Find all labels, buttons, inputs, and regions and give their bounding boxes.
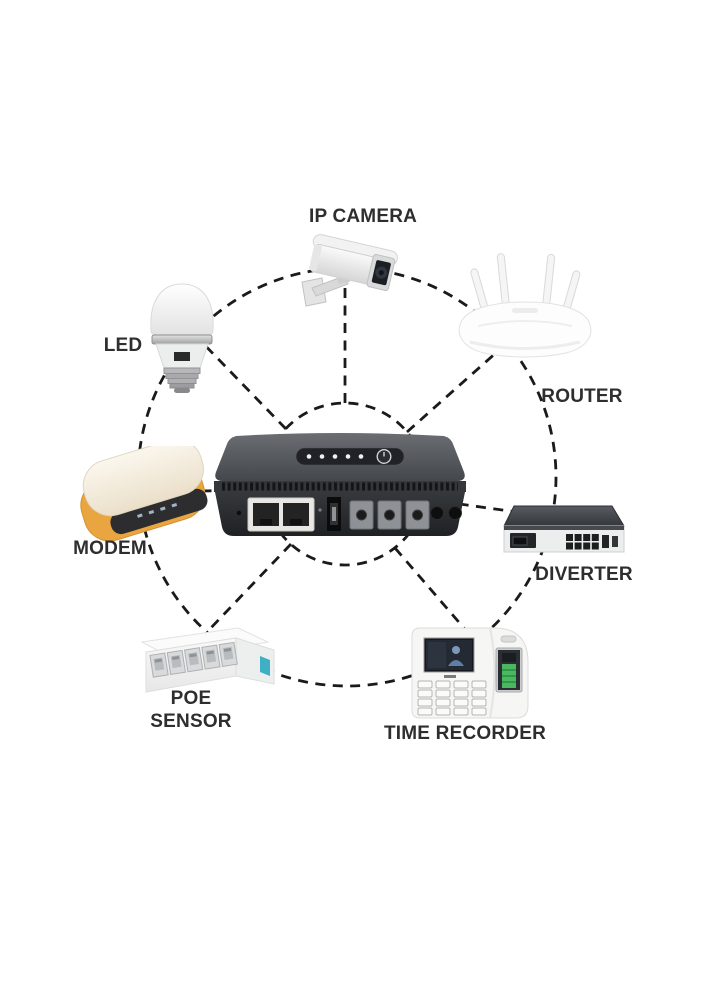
label-ip-camera: IP CAMERA [308,206,418,227]
modem-top-face [82,446,204,517]
wire-hub-to-time-recorder [393,547,478,643]
rj45-port-icon [283,503,309,526]
camera-housing [309,234,398,291]
label-led: LED [103,335,143,356]
label-poe-line1: POE [170,688,212,709]
fingerprint-time-recorder-icon [411,627,529,719]
recorder-speaker-slot [500,635,517,643]
wire-hub-to-led [192,333,288,430]
rack-switch-icon [503,505,625,553]
poe-side-label [260,656,270,676]
recorder-keypad [417,680,487,716]
dc-jack-icon [430,506,444,520]
label-poe-line2: SENSOR [150,710,232,732]
bulb-collar [151,334,213,345]
hub-status-panel [295,447,405,466]
label-poe-sensor: POE SENSOR [150,688,231,734]
modem-front-panel [110,488,208,535]
bulb-label [174,352,190,361]
poe-switch-icon [140,627,275,693]
wire-hub-to-poe-sensor [205,543,293,633]
dc-jack-icon [448,506,462,520]
switch-top-slab [503,505,625,527]
wifi-router-icon [458,253,592,358]
dc-out-ports [349,500,430,530]
screen-person-icon [452,646,460,654]
label-modem: MODEM [73,538,147,559]
rj45-port-icon [253,503,279,526]
switch-rj45-ports [566,534,599,550]
reset-hole [236,510,242,516]
bulb-screw-base [163,367,201,393]
modem-icon [80,446,208,542]
label-router: ROUTER [541,386,623,407]
bulb-dome [150,283,214,336]
recorder-screen [423,637,475,673]
router-body [458,301,592,358]
hub-ports [236,497,462,532]
poe-rj45-ports [149,641,238,678]
fingerprint-scanner-icon [495,647,523,693]
label-time-recorder: TIME RECORDER [384,723,546,744]
mini-ups-hub-icon [214,433,466,536]
cctv-camera-icon [301,234,398,307]
label-diverter: DIVERTER [535,564,633,585]
wire-hub-to-router [406,341,508,434]
led-bulb-icon [150,283,214,393]
router-logo [512,308,538,313]
